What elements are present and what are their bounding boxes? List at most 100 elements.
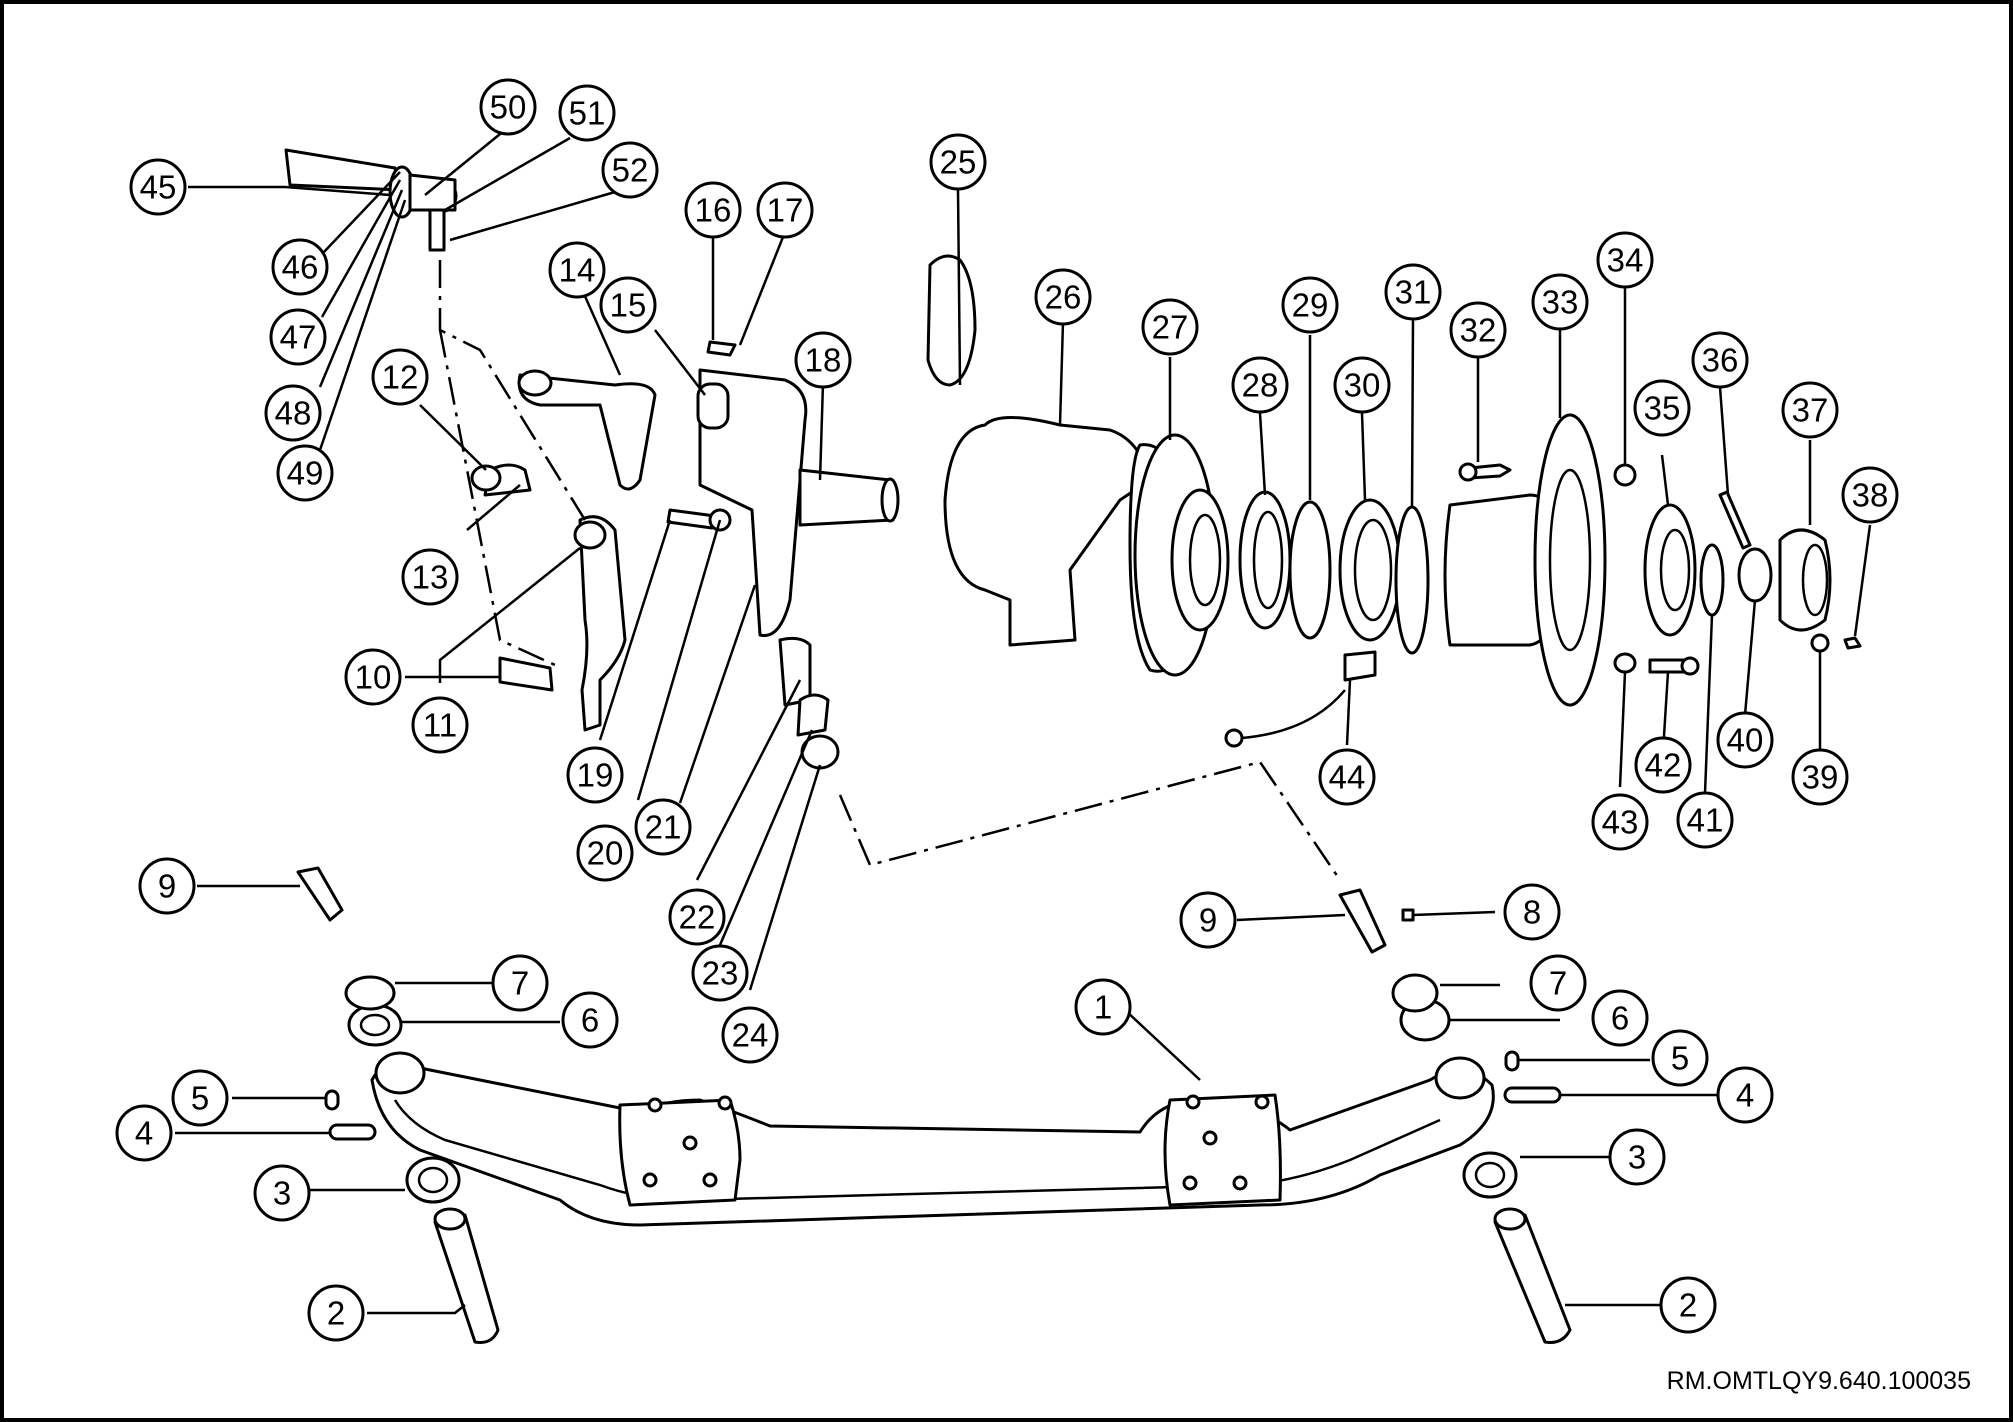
svg-text:40: 40	[1727, 722, 1764, 759]
svg-text:10: 10	[355, 659, 392, 696]
svg-text:28: 28	[1242, 367, 1279, 404]
svg-text:41: 41	[1687, 802, 1724, 839]
svg-text:43: 43	[1602, 804, 1639, 841]
callout-8: 8	[1503, 883, 1561, 941]
callout-19: 19	[566, 746, 624, 804]
callout-21: 21	[634, 798, 692, 856]
svg-text:27: 27	[1152, 309, 1189, 346]
svg-text:36: 36	[1702, 342, 1739, 379]
svg-text:6: 6	[1611, 1000, 1629, 1037]
svg-text:33: 33	[1542, 284, 1579, 321]
svg-text:20: 20	[587, 835, 624, 872]
callout-9: 9	[138, 857, 196, 915]
callout-42: 42	[1634, 736, 1692, 794]
svg-text:12: 12	[382, 359, 419, 396]
svg-text:15: 15	[610, 287, 647, 324]
callout-46: 46	[271, 238, 329, 296]
svg-text:4: 4	[1736, 1077, 1754, 1114]
callout-49: 49	[276, 444, 334, 502]
svg-text:47: 47	[280, 319, 317, 356]
svg-text:4: 4	[135, 1115, 153, 1152]
callout-17: 17	[756, 181, 814, 239]
svg-text:7: 7	[1549, 965, 1567, 1002]
svg-text:1: 1	[1094, 989, 1112, 1026]
svg-text:5: 5	[191, 1080, 209, 1117]
svg-text:50: 50	[490, 89, 527, 126]
svg-text:3: 3	[1628, 1139, 1646, 1176]
callout-51: 51	[558, 84, 616, 142]
steering-knuckle-group	[470, 340, 900, 770]
callout-47: 47	[269, 308, 327, 366]
svg-text:38: 38	[1852, 477, 1889, 514]
svg-text:45: 45	[140, 169, 177, 206]
callout-24: 24	[721, 1006, 779, 1064]
callout-38: 38	[1841, 466, 1899, 524]
svg-text:6: 6	[581, 1002, 599, 1039]
callout-43: 43	[1591, 793, 1649, 851]
callout-28: 28	[1231, 356, 1289, 414]
svg-text:9: 9	[1199, 902, 1217, 939]
svg-text:8: 8	[1523, 894, 1541, 931]
svg-text:5: 5	[1671, 1040, 1689, 1077]
callout-22: 22	[668, 888, 726, 946]
callout-52: 52	[601, 141, 659, 199]
svg-text:24: 24	[732, 1017, 769, 1054]
callout-39: 39	[1791, 748, 1849, 806]
svg-text:21: 21	[645, 809, 682, 846]
callout-1: 1	[1074, 978, 1132, 1036]
callout-48: 48	[264, 384, 322, 442]
svg-text:39: 39	[1802, 759, 1839, 796]
svg-text:25: 25	[940, 144, 977, 181]
svg-text:46: 46	[282, 249, 319, 286]
callout-20: 20	[576, 824, 634, 882]
callout-26: 26	[1034, 268, 1092, 326]
callout-5: 5	[171, 1069, 229, 1127]
callout-34: 34	[1596, 231, 1654, 289]
svg-text:32: 32	[1460, 312, 1497, 349]
callout-11: 11	[411, 696, 469, 754]
callout-10: 10	[344, 648, 402, 706]
callout-44: 44	[1318, 748, 1376, 806]
callout-23: 23	[691, 944, 749, 1002]
svg-text:11: 11	[423, 707, 457, 744]
callout-30: 30	[1333, 356, 1391, 414]
svg-text:2: 2	[1679, 1287, 1697, 1324]
callout-6: 6	[1591, 989, 1649, 1047]
svg-text:14: 14	[559, 252, 596, 289]
hub-assembly	[926, 254, 1862, 748]
svg-text:51: 51	[569, 95, 606, 132]
svg-text:44: 44	[1329, 759, 1366, 796]
svg-text:48: 48	[275, 395, 312, 432]
svg-text:18: 18	[805, 342, 842, 379]
callout-35: 35	[1633, 379, 1691, 437]
callout-12: 12	[371, 348, 429, 406]
callout-4: 4	[1716, 1066, 1774, 1124]
callout-41: 41	[1676, 791, 1734, 849]
callout-leaders	[175, 129, 1872, 1315]
callout-5: 5	[1651, 1029, 1709, 1087]
callout-9: 9	[1179, 891, 1237, 949]
callout-14: 14	[548, 241, 606, 299]
callout-40: 40	[1716, 711, 1774, 769]
svg-text:19: 19	[577, 757, 614, 794]
svg-text:2: 2	[327, 1295, 345, 1332]
svg-text:26: 26	[1045, 279, 1082, 316]
svg-text:37: 37	[1792, 392, 1829, 429]
callout-7: 7	[491, 954, 549, 1012]
svg-text:23: 23	[702, 955, 739, 992]
svg-text:13: 13	[412, 559, 449, 596]
callout-2: 2	[1659, 1276, 1717, 1334]
callout-31: 31	[1384, 263, 1442, 321]
reference-code: RM.OMTLQY9.640.100035	[1666, 1367, 1971, 1395]
callout-7: 7	[1529, 954, 1587, 1012]
callout-18: 18	[794, 331, 852, 389]
callout-2: 2	[307, 1284, 365, 1342]
svg-text:3: 3	[273, 1175, 291, 1212]
alignment-lines	[438, 260, 1342, 881]
axle-beam	[370, 1051, 1495, 1227]
small-parts	[296, 866, 1572, 1344]
callout-15: 15	[599, 276, 657, 334]
callout-27: 27	[1141, 298, 1199, 356]
callout-3: 3	[253, 1164, 311, 1222]
